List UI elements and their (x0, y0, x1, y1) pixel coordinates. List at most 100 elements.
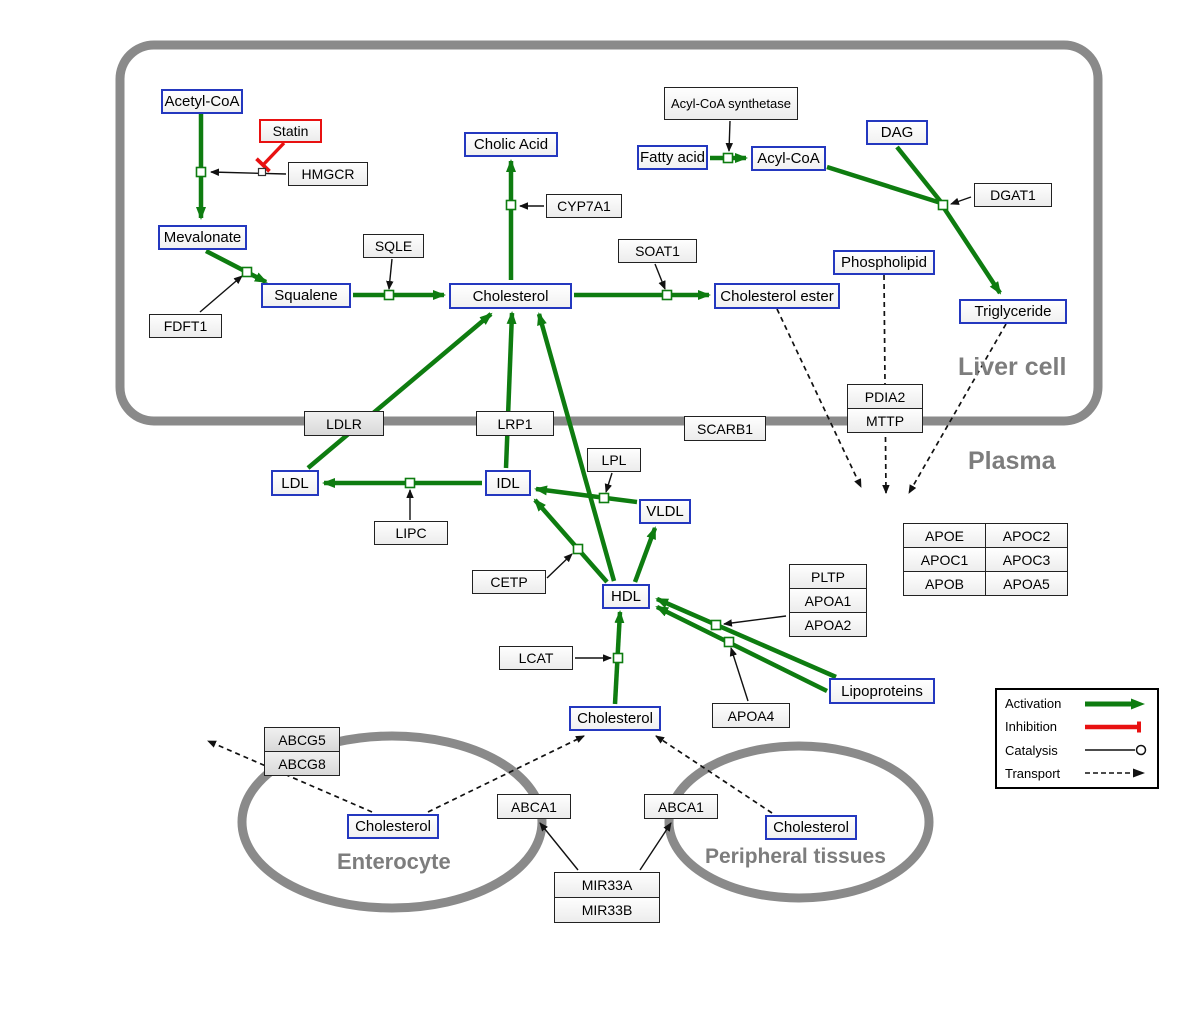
transport-dashed-arrow-glyph (1085, 768, 1145, 778)
edge-sqle-catalysis (386, 258, 394, 290)
edge-junction-triglyceride (942, 206, 1002, 295)
gene-apoc3[interactable]: APOC3 (985, 547, 1068, 572)
gene-abcg8[interactable]: ABCG8 (264, 751, 340, 776)
gene-apob[interactable]: APOB (903, 571, 986, 596)
edge-hmgcr-catalysis (210, 168, 287, 176)
edge-mevalonate-squalene (204, 249, 268, 284)
edge-dgat1-catalysis (950, 196, 972, 205)
legend: Activation Inhibition Catalysis Transpor… (995, 688, 1159, 789)
edge-lpl-catalysis (604, 472, 613, 493)
node-lipoproteins[interactable]: Lipoproteins (829, 678, 935, 704)
gene-acyl-coa-synthetase[interactable]: Acyl-CoA synthetase (664, 87, 798, 120)
gene-apoa2[interactable]: APOA2 (789, 612, 867, 637)
statin-inhibition-tee (255, 157, 271, 173)
edge-vldl-idl (534, 485, 638, 505)
node-cholesterol-enterocyte[interactable]: Cholesterol (347, 814, 439, 839)
gene-soat1[interactable]: SOAT1 (618, 239, 697, 263)
gene-sqle[interactable]: SQLE (363, 234, 424, 258)
liver-cell-label: Liver cell (958, 353, 1067, 381)
legend-inhibition-label: Inhibition (1005, 719, 1058, 735)
junction-apoa4 (723, 636, 735, 648)
gene-ldlr[interactable]: LDLR (304, 411, 384, 436)
node-ldl[interactable]: LDL (271, 470, 319, 496)
edge-soat1-catalysis (654, 263, 666, 290)
legend-row-catalysis: Catalysis (1005, 743, 1149, 758)
gene-apoa4[interactable]: APOA4 (712, 703, 790, 728)
junction-hmgcr (195, 166, 207, 178)
node-cholesterol-liver[interactable]: Cholesterol (449, 283, 572, 309)
catalysis-edges (199, 120, 972, 871)
peripheral-tissues-membrane (664, 741, 934, 903)
inhibition-tee-glyph (1085, 721, 1141, 733)
node-cholesterol-peripheral[interactable]: Cholesterol (765, 815, 857, 840)
edge-hdl-cholesterol (536, 312, 617, 582)
legend-catalysis-label: Catalysis (1005, 742, 1058, 758)
edge-cetp-catalysis (546, 553, 573, 579)
node-dag[interactable]: DAG (866, 120, 928, 145)
node-acetyl-coa[interactable]: Acetyl-CoA (161, 89, 243, 114)
legend-transport-label: Transport (1005, 765, 1061, 781)
gene-abca1-left[interactable]: ABCA1 (497, 794, 571, 819)
gene-apoe[interactable]: APOE (903, 523, 986, 548)
node-cholic-acid[interactable]: Cholic Acid (464, 132, 558, 157)
gene-lipc[interactable]: LIPC (374, 521, 448, 545)
gene-apoc1[interactable]: APOC1 (903, 547, 986, 572)
node-vldl[interactable]: VLDL (639, 499, 691, 524)
gene-apoa5[interactable]: APOA5 (985, 571, 1068, 596)
junction-cetp (572, 543, 584, 555)
enterocyte-label: Enterocyte (337, 849, 451, 874)
gene-mir33a[interactable]: MIR33A (554, 872, 660, 898)
edge-mir33-abca1-right (639, 822, 672, 871)
gene-dgat1[interactable]: DGAT1 (974, 183, 1052, 207)
node-acyl-coa[interactable]: Acyl-CoA (751, 146, 826, 171)
junction-soat1 (661, 289, 673, 301)
legend-row-activation: Activation (1005, 696, 1149, 711)
node-fatty-acid[interactable]: Fatty acid (637, 145, 708, 170)
node-mevalonate[interactable]: Mevalonate (158, 225, 247, 250)
edge-hdl-vldl (632, 526, 658, 583)
gene-lrp1[interactable]: LRP1 (476, 411, 554, 436)
node-statin[interactable]: Statin (259, 119, 322, 143)
gene-pdia2[interactable]: PDIA2 (847, 384, 923, 409)
edge-apoa4-catalysis (729, 647, 749, 702)
edge-acylcoasynthetase-catalysis (725, 120, 734, 152)
activation-edges (196, 114, 1002, 705)
junction-acyl-coa-synthetase (722, 152, 734, 164)
junction-fdft1 (241, 266, 253, 278)
node-hdl[interactable]: HDL (602, 584, 650, 609)
gene-scarb1[interactable]: SCARB1 (684, 416, 766, 441)
liver-cell-membrane (115, 40, 1103, 426)
node-idl[interactable]: IDL (485, 470, 531, 496)
edge-mir33-abca1-left (539, 822, 579, 871)
junction-pltp-apoa (710, 619, 722, 631)
gene-fdft1[interactable]: FDFT1 (149, 314, 222, 338)
node-cholesterol-plasma[interactable]: Cholesterol (569, 706, 661, 731)
apolipoprotein-table: APOE APOC2 APOC1 APOC3 APOB APOA5 (903, 523, 1068, 596)
gene-cyp7a1[interactable]: CYP7A1 (546, 194, 622, 218)
gene-mir33b[interactable]: MIR33B (554, 897, 660, 923)
catalysis-circle-glyph (1085, 744, 1147, 756)
gene-abca1-right[interactable]: ABCA1 (644, 794, 718, 819)
gene-abcg5[interactable]: ABCG5 (264, 727, 340, 752)
inhibition-edge (255, 141, 286, 173)
edge-junction-squares (195, 152, 949, 664)
gene-lcat[interactable]: LCAT (499, 646, 573, 670)
legend-activation-label: Activation (1005, 696, 1062, 711)
gene-cetp[interactable]: CETP (472, 570, 546, 594)
activation-arrow-glyph (1085, 698, 1145, 709)
edge-acylcoa-junction (826, 164, 942, 206)
gene-pltp[interactable]: PLTP (789, 564, 867, 589)
junction-lipc (404, 477, 416, 489)
edge-triglyceride-plasma (908, 323, 1007, 494)
node-triglyceride[interactable]: Triglyceride (959, 299, 1067, 324)
node-squalene[interactable]: Squalene (261, 283, 351, 308)
gene-apoc2[interactable]: APOC2 (985, 523, 1068, 548)
gene-mttp[interactable]: MTTP (847, 408, 923, 433)
node-cholesterol-ester[interactable]: Cholesterol ester (714, 283, 840, 309)
edge-idl-cholesterol-lrp1 (503, 311, 517, 469)
gene-hmgcr[interactable]: HMGCR (288, 162, 368, 186)
edge-pltp-apoa-catalysis (723, 615, 787, 627)
gene-apoa1[interactable]: APOA1 (789, 588, 867, 613)
node-phospholipid[interactable]: Phospholipid (833, 250, 935, 275)
gene-lpl[interactable]: LPL (587, 448, 641, 472)
